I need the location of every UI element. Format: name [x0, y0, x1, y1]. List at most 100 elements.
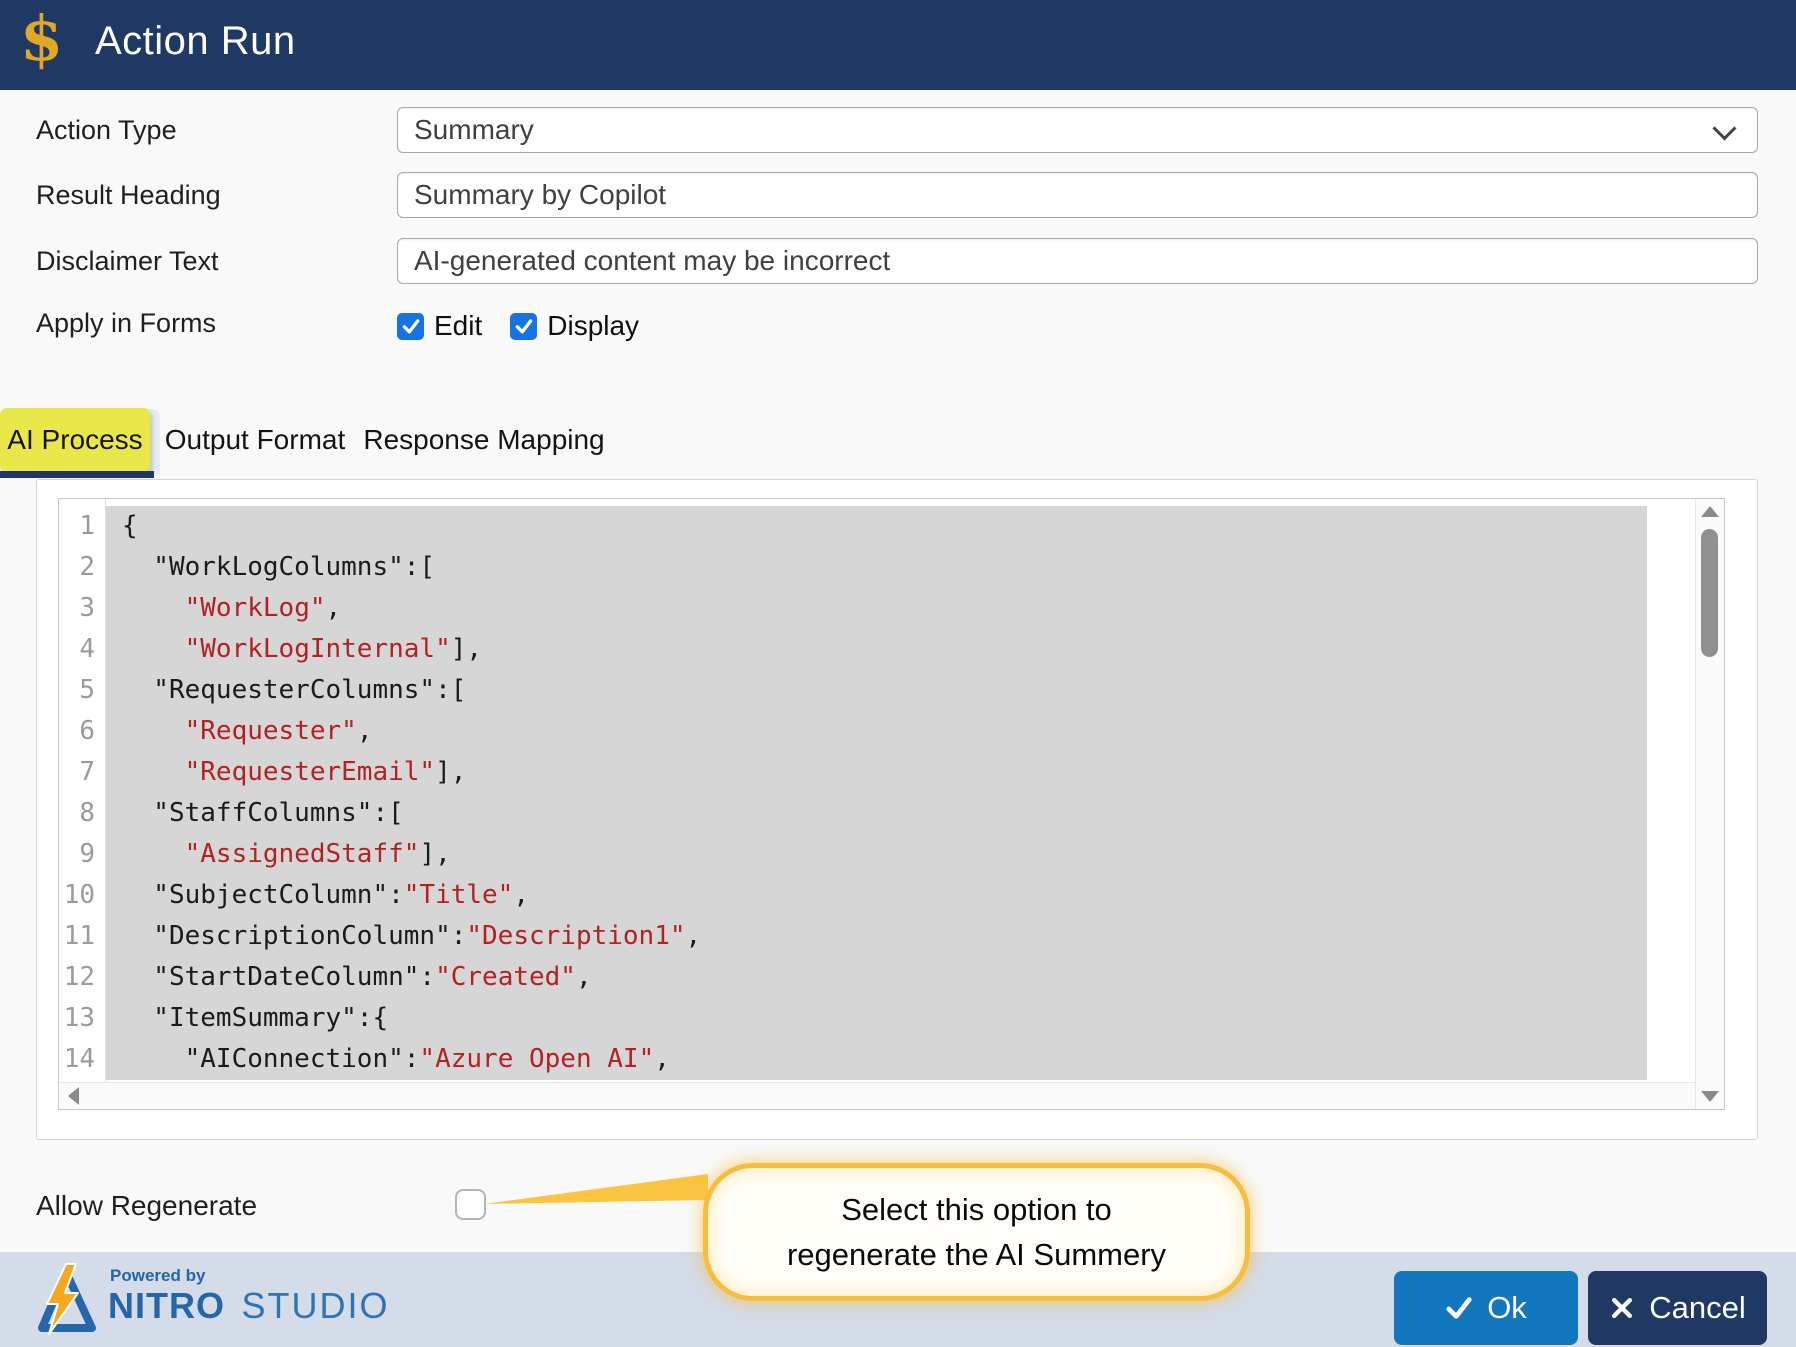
code-line[interactable]: "AIConnection":"Azure Open AI",	[106, 1039, 1647, 1080]
line-number: 10	[59, 875, 95, 916]
code-line[interactable]: "DescriptionColumn":"Description1",	[106, 916, 1647, 957]
brand-secondary-text: STUDIO	[241, 1285, 389, 1326]
cancel-button-label: Cancel	[1649, 1290, 1746, 1326]
action-type-label: Action Type	[36, 115, 177, 146]
tab-output-format[interactable]: Output Format	[152, 408, 358, 472]
line-number: 7	[59, 752, 95, 793]
code-plain-token: ,	[357, 716, 373, 746]
code-plain-token	[122, 634, 185, 664]
line-number: 13	[59, 998, 95, 1039]
brand-primary-text: NITRO	[108, 1285, 225, 1326]
powered-by-label: Powered by	[110, 1266, 205, 1286]
code-plain-token: "DescriptionColumn":	[122, 921, 466, 951]
cancel-button[interactable]: Cancel	[1588, 1271, 1767, 1345]
code-editor[interactable]: 1234567891011121314 { "WorkLogColumns":[…	[58, 498, 1725, 1110]
code-string-token: "Description1"	[466, 921, 685, 951]
code-line[interactable]: {	[106, 506, 1647, 547]
dialog-header: $ Action Run	[0, 0, 1796, 90]
code-plain-token: {	[122, 511, 138, 541]
code-plain-token: ,	[576, 962, 592, 992]
code-plain-token: ,	[513, 880, 529, 910]
code-line[interactable]: "ItemSummary":{	[106, 998, 1647, 1039]
code-string-token: "Azure Open AI"	[419, 1044, 654, 1074]
code-line[interactable]: "RequesterColumns":[	[106, 670, 1647, 711]
allow-regenerate-checkbox[interactable]	[455, 1189, 486, 1220]
ok-button[interactable]: Ok	[1394, 1271, 1578, 1345]
callout-text-line1: Select this option to	[841, 1187, 1112, 1232]
code-line[interactable]: "StaffColumns":[	[106, 793, 1647, 834]
line-number: 6	[59, 711, 95, 752]
code-area[interactable]: { "WorkLogColumns":[ "WorkLog", "WorkLog…	[106, 499, 1694, 1082]
code-plain-token: "AIConnection":	[122, 1044, 419, 1074]
action-type-value: Summary	[414, 114, 534, 146]
line-number: 12	[59, 957, 95, 998]
x-icon	[1609, 1295, 1635, 1321]
ok-button-label: Ok	[1487, 1290, 1527, 1326]
disclaimer-text-label: Disclaimer Text	[36, 246, 219, 277]
callout-text-line2: regenerate the AI Summery	[787, 1232, 1166, 1277]
code-plain-token: ],	[451, 634, 482, 664]
line-number: 1	[59, 506, 95, 547]
vertical-scrollbar[interactable]	[1695, 499, 1724, 1109]
code-plain-token	[122, 593, 185, 623]
page-title: Action Run	[95, 19, 296, 64]
checkbox-label-display: Display	[547, 310, 639, 342]
annotation-callout: Select this option to regenerate the AI …	[703, 1163, 1250, 1301]
line-number: 3	[59, 588, 95, 629]
vertical-scrollbar-thumb[interactable]	[1701, 529, 1718, 657]
code-string-token: "WorkLog"	[185, 593, 326, 623]
line-number: 14	[59, 1039, 95, 1080]
check-icon	[514, 316, 534, 336]
code-line[interactable]: "RequesterEmail"],	[106, 752, 1647, 793]
checkbox-display[interactable]	[510, 313, 537, 340]
tab-panel: 1234567891011121314 { "WorkLogColumns":[…	[36, 479, 1758, 1140]
scroll-down-icon[interactable]	[1701, 1091, 1719, 1102]
result-heading-input[interactable]	[397, 172, 1758, 218]
horizontal-scrollbar[interactable]	[59, 1082, 1695, 1109]
code-line[interactable]: "WorkLog",	[106, 588, 1647, 629]
callout-pointer	[484, 1166, 708, 1212]
code-line[interactable]: "WorkLogColumns":[	[106, 547, 1647, 588]
apply-in-forms-options: Edit Display	[397, 310, 667, 342]
checkbox-edit[interactable]	[397, 313, 424, 340]
line-number-gutter: 1234567891011121314	[59, 499, 106, 1082]
code-line[interactable]: "SubjectColumn":"Title",	[106, 875, 1647, 916]
checkbox-group-display: Display	[510, 310, 639, 342]
code-line[interactable]: "StartDateColumn":"Created",	[106, 957, 1647, 998]
dollar-icon: $	[20, 2, 63, 75]
disclaimer-text-input[interactable]	[397, 238, 1758, 284]
line-number: 11	[59, 916, 95, 957]
code-plain-token: ],	[435, 757, 466, 787]
code-plain-token: "SubjectColumn":	[122, 880, 404, 910]
scroll-left-icon[interactable]	[68, 1087, 79, 1105]
checkbox-label-edit: Edit	[434, 310, 482, 342]
checkbox-group-edit: Edit	[397, 310, 482, 342]
result-heading-label: Result Heading	[36, 180, 221, 211]
code-line[interactable]: "AssignedStaff"],	[106, 834, 1647, 875]
active-tab-underline	[0, 471, 154, 478]
code-line[interactable]: "WorkLogInternal"],	[106, 629, 1647, 670]
code-string-token: "WorkLogInternal"	[185, 634, 451, 664]
chevron-down-icon	[1712, 116, 1736, 140]
code-plain-token: ,	[686, 921, 702, 951]
apply-in-forms-label: Apply in Forms	[36, 308, 216, 339]
code-line[interactable]: "Requester",	[106, 711, 1647, 752]
code-plain-token	[122, 757, 185, 787]
tab-response-mapping[interactable]: Response Mapping	[358, 408, 610, 472]
code-plain-token: ,	[326, 593, 342, 623]
code-plain-token: "ItemSummary":{	[122, 1003, 388, 1033]
line-number: 4	[59, 629, 95, 670]
tabs: AI ProcessOutput FormatResponse Mapping	[0, 408, 760, 480]
scroll-up-icon[interactable]	[1701, 506, 1719, 517]
code-plain-token: ],	[419, 839, 450, 869]
check-icon	[1445, 1294, 1473, 1322]
code-string-token: "AssignedStaff"	[185, 839, 420, 869]
code-plain-token: "StartDateColumn":	[122, 962, 435, 992]
tab-ai-process[interactable]: AI Process	[0, 408, 150, 472]
code-plain-token: ,	[654, 1044, 670, 1074]
action-type-select[interactable]: Summary	[397, 107, 1758, 153]
code-plain-token: "WorkLogColumns":[	[122, 552, 435, 582]
code-string-token: "RequesterEmail"	[185, 757, 435, 787]
nitro-studio-logo: NITRO STUDIO	[108, 1285, 389, 1327]
code-plain-token: "RequesterColumns":[	[122, 675, 466, 705]
